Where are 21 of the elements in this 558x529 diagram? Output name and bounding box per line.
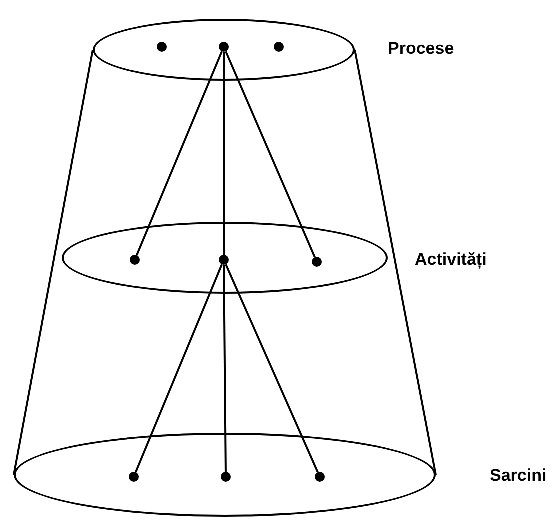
dot — [219, 42, 229, 52]
connector-line — [135, 264, 223, 473]
connector-line — [225, 51, 316, 258]
connector-line — [136, 51, 223, 256]
connector-line — [223, 52, 225, 255]
dot — [157, 42, 167, 52]
dot — [315, 472, 325, 482]
dot — [274, 42, 284, 52]
connector-line — [223, 265, 227, 472]
ellipse-level — [93, 19, 355, 81]
connector-line — [225, 264, 319, 473]
ellipse-level — [62, 222, 388, 294]
ellipse-level — [14, 433, 436, 517]
level-label: Sarcini — [490, 466, 547, 486]
dot — [130, 255, 140, 265]
level-label: Procese — [388, 39, 454, 59]
dot — [221, 472, 231, 482]
level-label: Activități — [415, 250, 487, 270]
dot — [129, 472, 139, 482]
dot — [219, 255, 229, 265]
dot — [312, 257, 322, 267]
